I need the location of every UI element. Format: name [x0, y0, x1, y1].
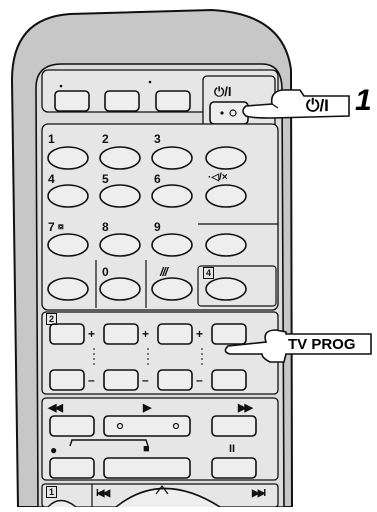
prog-minus-2[interactable]	[103, 369, 139, 391]
top-button-3[interactable]	[155, 90, 191, 112]
box4-label: 4	[203, 267, 215, 279]
power-label: ⏻/I	[214, 84, 232, 99]
digit-label-4: 4	[48, 172, 55, 186]
record-button[interactable]	[49, 457, 95, 479]
digit-label-9: 9	[154, 220, 161, 234]
power-button[interactable]	[209, 101, 249, 125]
box1-label: 1	[46, 486, 58, 498]
fast-forward-button[interactable]	[211, 415, 257, 437]
key-7[interactable]	[47, 233, 89, 257]
minus-2: –	[142, 373, 149, 387]
digit-label-6: 6	[154, 172, 161, 186]
key-0[interactable]	[99, 277, 141, 301]
prog-minus-3[interactable]	[157, 369, 193, 391]
key-extra-1[interactable]	[205, 146, 247, 170]
key-5[interactable]	[99, 184, 141, 208]
key-left-bottom[interactable]	[47, 277, 89, 301]
top-button-2[interactable]	[104, 90, 140, 112]
minus-3: –	[196, 373, 203, 387]
digit-label-7: 7	[48, 220, 55, 234]
play-icon: ▶	[143, 402, 152, 414]
key-9[interactable]	[151, 233, 193, 257]
step-number: 1	[355, 84, 372, 117]
prog-plus-4[interactable]	[211, 323, 247, 345]
key-1[interactable]	[47, 146, 89, 170]
hand-pointer-tvprog	[224, 329, 372, 363]
pause-icon: II	[229, 443, 236, 455]
power-callout-label: ⏻/I	[306, 96, 329, 115]
plus-1: +	[88, 327, 96, 341]
play-button[interactable]	[103, 415, 191, 437]
prog-plus-3[interactable]	[157, 323, 193, 345]
digit-label-5: 5	[102, 172, 109, 186]
prog-plus-2[interactable]	[103, 323, 139, 345]
plus-2: +	[142, 327, 150, 341]
plus-3: +	[196, 327, 204, 341]
prog-minus-4[interactable]	[211, 369, 247, 391]
rewind-icon: ◀◀	[48, 402, 63, 414]
key-4[interactable]	[47, 184, 89, 208]
key-extra-2[interactable]	[205, 233, 247, 257]
stop-button[interactable]	[103, 457, 191, 479]
stop-icon: ■	[143, 443, 150, 455]
mute-label: ·◁/×	[208, 172, 228, 183]
digit-label-2: 2	[102, 132, 109, 146]
tv-prog-callout-label: TV PROG	[288, 336, 356, 353]
key-slashes[interactable]	[151, 277, 193, 301]
box2-label: 2	[46, 313, 58, 325]
digit-label-8: 8	[102, 220, 109, 234]
key-2[interactable]	[99, 146, 141, 170]
next-icon: ▶▶I	[252, 488, 266, 499]
prev-icon: I◀◀	[96, 488, 110, 499]
hand-pointer-power	[242, 89, 350, 119]
key-8[interactable]	[99, 233, 141, 257]
digit-label-0: 0	[102, 265, 109, 279]
slashes-label: ///	[160, 265, 168, 279]
mute-key[interactable]	[205, 184, 247, 208]
key-box4[interactable]	[205, 277, 247, 301]
seven-sub-icon: ⧇	[58, 221, 64, 231]
top-button-1[interactable]	[54, 90, 90, 112]
digit-label-3: 3	[154, 132, 161, 146]
prog-minus-1[interactable]	[49, 369, 85, 391]
fast-forward-icon: ▶▶	[238, 402, 253, 414]
digit-label-1: 1	[48, 132, 55, 146]
minus-1: –	[88, 373, 95, 387]
key-6[interactable]	[151, 184, 193, 208]
key-3[interactable]	[151, 146, 193, 170]
record-icon: ●	[50, 443, 58, 457]
prog-plus-1[interactable]	[49, 323, 85, 345]
rewind-button[interactable]	[49, 415, 95, 437]
pause-button[interactable]	[211, 457, 257, 479]
